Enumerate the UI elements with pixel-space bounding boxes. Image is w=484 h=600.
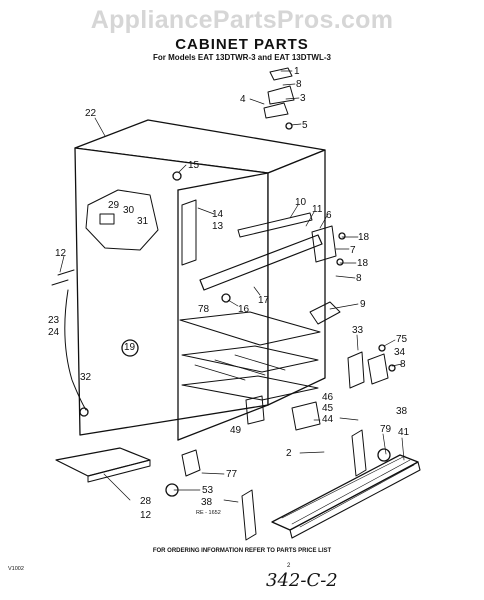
- callout-38b: 38: [201, 497, 213, 508]
- callout-78: 78: [198, 304, 210, 315]
- callout-3: 3: [300, 93, 306, 104]
- callout-16: 16: [238, 304, 250, 315]
- callout-14: 14: [212, 209, 224, 220]
- callout-33: 33: [352, 325, 364, 336]
- callout-38a: 38: [396, 406, 408, 417]
- callout-12b: 12: [140, 510, 152, 521]
- hinge-7: [311, 225, 337, 263]
- callout-41: 41: [398, 427, 410, 438]
- diagram-title: CABINET PARTS: [175, 36, 309, 53]
- callout-53: 53: [202, 485, 214, 496]
- callout-28: 28: [140, 496, 152, 507]
- callout-31: 31: [137, 216, 149, 227]
- left-code: V1002: [8, 566, 24, 572]
- handwritten-code: 342-C-2: [266, 570, 338, 591]
- callout-numbers: 1 8 3 4 5 22 15 29 30 31 14 13 10 11 6 1…: [48, 66, 410, 521]
- callout-24: 24: [48, 327, 60, 338]
- callout-29: 29: [108, 200, 120, 211]
- callout-8: 8: [296, 79, 302, 90]
- callout-8b: 8: [356, 273, 362, 284]
- clip-49: [245, 395, 265, 425]
- cabinet-back-panel: [267, 149, 326, 406]
- cabinet-left-side: [74, 147, 269, 436]
- callout-6: 6: [326, 210, 332, 221]
- rail-upper: [237, 212, 313, 238]
- callout-13: 13: [212, 221, 224, 232]
- callout-15: 15: [188, 160, 200, 171]
- callout-1: 1: [294, 66, 300, 77]
- callout-9: 9: [360, 299, 366, 310]
- toe-grille-41: [271, 454, 419, 531]
- callout-44: 44: [322, 414, 334, 425]
- bracket-9: [309, 301, 341, 325]
- hinge-38-bottom: [241, 489, 257, 541]
- callout-30: 30: [123, 205, 135, 216]
- callout-79: 79: [380, 424, 392, 435]
- leveler-77: [181, 449, 201, 477]
- hinge-34: [367, 353, 389, 385]
- ordering-note: FOR ORDERING INFORMATION REFER TO PARTS …: [152, 548, 332, 554]
- callout-32: 32: [80, 372, 92, 383]
- callout-2: 2: [286, 448, 292, 459]
- callout-18a: 18: [358, 232, 370, 243]
- callout-23: 23: [48, 315, 60, 326]
- callout-8c: 8: [400, 359, 406, 370]
- callout-7: 7: [350, 245, 356, 256]
- callout-46: 46: [322, 392, 334, 403]
- callout-22: 22: [85, 108, 97, 119]
- hinge-38-right: [351, 429, 367, 477]
- callout-4: 4: [240, 94, 246, 105]
- callout-19: 19: [124, 342, 136, 353]
- rail-10: [199, 234, 323, 291]
- sheet-number: 2: [287, 563, 291, 569]
- callout-34: 34: [394, 347, 406, 358]
- callout-75: 75: [396, 334, 408, 345]
- callout-5: 5: [302, 120, 308, 131]
- callout-10: 10: [295, 197, 307, 208]
- callout-17: 17: [258, 295, 270, 306]
- art-code: RE - 1652: [196, 510, 221, 516]
- callout-11: 11: [312, 204, 323, 215]
- diagram-subtitle: For Models EAT 13DTWR-3 and EAT 13DTWL-3: [153, 53, 331, 62]
- callout-18b: 18: [357, 258, 369, 269]
- callout-77: 77: [226, 469, 238, 480]
- callout-49: 49: [230, 425, 242, 436]
- clip-45: [291, 401, 321, 431]
- hinge-33: [347, 351, 365, 389]
- wire-23-24: [64, 289, 87, 411]
- callout-45: 45: [322, 403, 334, 414]
- decal-29-31: [85, 189, 159, 251]
- crisper-tray: [179, 311, 321, 346]
- hinge-cap-1: [269, 67, 293, 81]
- hinge-3: [267, 85, 295, 105]
- watermark: AppliancePartsPros.com: [90, 6, 394, 34]
- callout-12a: 12: [55, 248, 67, 259]
